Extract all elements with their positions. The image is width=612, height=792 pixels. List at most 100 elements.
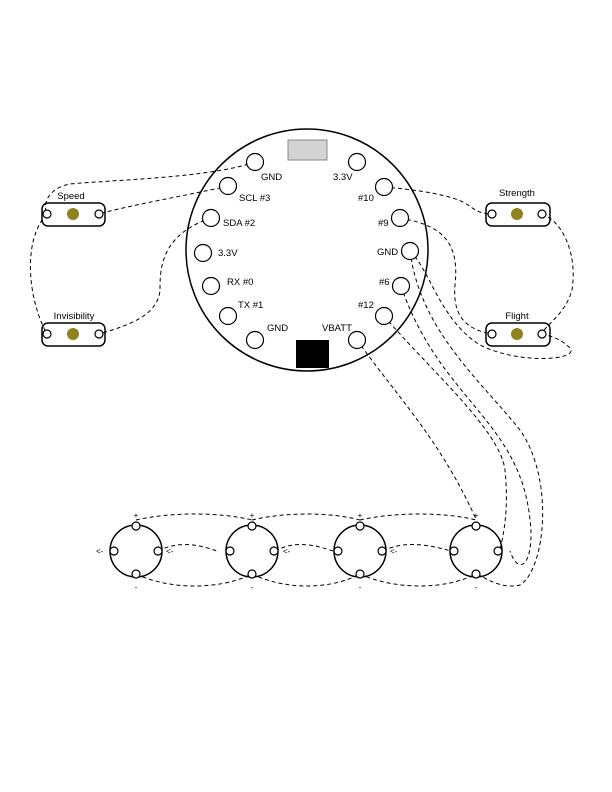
neopixel-3-minus: - (359, 583, 362, 592)
button-strength-dot (511, 208, 523, 220)
button-flight-body (485, 322, 551, 347)
label-6: #6 (379, 277, 390, 288)
neopixel-4-in-arrow: <- (390, 547, 398, 556)
button-strength: Strength (485, 188, 551, 227)
pad-gnd-top (245, 152, 265, 172)
wire-vbatt-pixels (356, 339, 477, 520)
neopixel-4-minus: - (475, 583, 478, 592)
wire-gnd-flight (409, 250, 572, 359)
label-10: #10 (358, 193, 374, 204)
wire-minus-2-3 (251, 573, 361, 587)
label-3v3-left: 3.3V (218, 248, 238, 259)
neopixel-1: + - <- (96, 511, 163, 592)
pad-12 (374, 306, 394, 326)
label-gnd-bottom: GND (267, 323, 288, 334)
button-invisibility: Invisibility (41, 311, 106, 347)
wire-9-flight (399, 217, 493, 335)
usb-connector (287, 139, 328, 161)
button-flight-left-pad (487, 329, 497, 339)
wire-12-pixels (383, 315, 507, 552)
pad-rx (201, 276, 221, 296)
pad-9 (390, 208, 410, 228)
wire-gnd-pixels (409, 250, 544, 587)
label-9: #9 (378, 218, 389, 229)
neopixel-3-in-arrow: <- (283, 547, 291, 556)
neopixel-4-minus-pad (471, 569, 481, 579)
neopixel-2-minus: - (251, 583, 254, 592)
button-speed-label: Speed (57, 191, 84, 202)
neopixel-1-minus-pad (131, 569, 141, 579)
neopixel-2-in-pad (225, 546, 235, 556)
label-vbatt: VBATT (322, 323, 352, 334)
neopixel-1-plus: + (134, 511, 139, 520)
button-speed: Speed (41, 191, 106, 227)
button-strength-right-pad (537, 209, 547, 219)
neopixel-2-minus-pad (247, 569, 257, 579)
button-invisibility-right-pad (94, 329, 104, 339)
neopixel-2-plus: + (250, 511, 255, 520)
pad-gnd-right (400, 241, 420, 261)
wire-plus-3-4 (359, 513, 477, 521)
button-invisibility-dot (67, 328, 79, 340)
wire-sda-invisibility (98, 217, 212, 335)
wire-plus-2-3 (251, 513, 361, 521)
pad-3v3-top (347, 152, 367, 172)
pad-sda (201, 208, 221, 228)
neopixel-3: + - <- (283, 511, 387, 592)
neopixel-4: + - <- (390, 511, 503, 592)
neopixel-3-in-pad (333, 546, 343, 556)
wire-scl-speed (98, 185, 229, 215)
wire-minus-1-2 (135, 573, 253, 587)
wire-speed-invisibility (30, 213, 48, 335)
neopixel-1-minus: - (135, 583, 138, 592)
button-invisibility-left-pad (42, 329, 52, 339)
button-speed-dot (67, 208, 79, 220)
button-flight-dot (511, 328, 523, 340)
flora-board: GND 3.3V SCL #3 SDA #2 3.3V RX #0 TX #1 … (185, 128, 429, 372)
label-rx: RX #0 (227, 277, 253, 288)
label-12: #12 (358, 300, 374, 311)
neopixel-3-plus-pad (355, 521, 365, 531)
wire-plus-1-2 (135, 513, 253, 521)
neopixel-4-plus-pad (471, 521, 481, 531)
pad-10 (374, 177, 394, 197)
label-tx: TX #1 (238, 300, 263, 311)
button-strength-label: Strength (499, 188, 535, 199)
neopixel-2-plus-pad (247, 521, 257, 531)
pad-6 (391, 276, 411, 296)
pad-tx (218, 306, 238, 326)
label-scl: SCL #3 (239, 193, 270, 204)
neopixel-1-in-arrow: <- (96, 547, 104, 556)
label-3v3-top: 3.3V (333, 172, 353, 183)
neopixel-1-in-pad (109, 546, 119, 556)
neopixel-3-plus: + (358, 511, 363, 520)
wire-data-3-4 (382, 543, 452, 552)
battery-connector (296, 340, 329, 368)
label-gnd-top: GND (261, 172, 282, 183)
neopixel-4-out-pad (493, 546, 503, 556)
button-speed-body (41, 202, 106, 227)
wire-minus-3-4 (359, 573, 477, 587)
button-speed-left-pad (42, 209, 52, 219)
neopixel-2-in-arrow: <- (166, 547, 174, 556)
wire-data-1-2 (157, 544, 218, 552)
neopixel-2: + - <- (166, 511, 279, 592)
neopixel-4-plus: + (474, 511, 479, 520)
button-flight-label: Flight (505, 311, 529, 322)
button-invisibility-label: Invisibility (54, 311, 95, 322)
neopixel-1-plus-pad (131, 521, 141, 531)
neopixel-3-minus-pad (355, 569, 365, 579)
label-sda: SDA #2 (223, 218, 255, 229)
wire-data-2-3 (274, 544, 334, 552)
wire-6-pixel (400, 285, 532, 566)
neopixel-3-out-pad (377, 546, 387, 556)
button-invisibility-body (41, 322, 106, 347)
button-flight: Flight (485, 311, 551, 347)
pad-gnd-bottom (245, 330, 265, 350)
board-outline (185, 128, 429, 372)
wire-strength-flight (541, 213, 574, 335)
neopixel-1-out-pad (153, 546, 163, 556)
button-strength-body (485, 202, 551, 227)
neopixel-2-out-pad (269, 546, 279, 556)
wires (30, 161, 574, 587)
